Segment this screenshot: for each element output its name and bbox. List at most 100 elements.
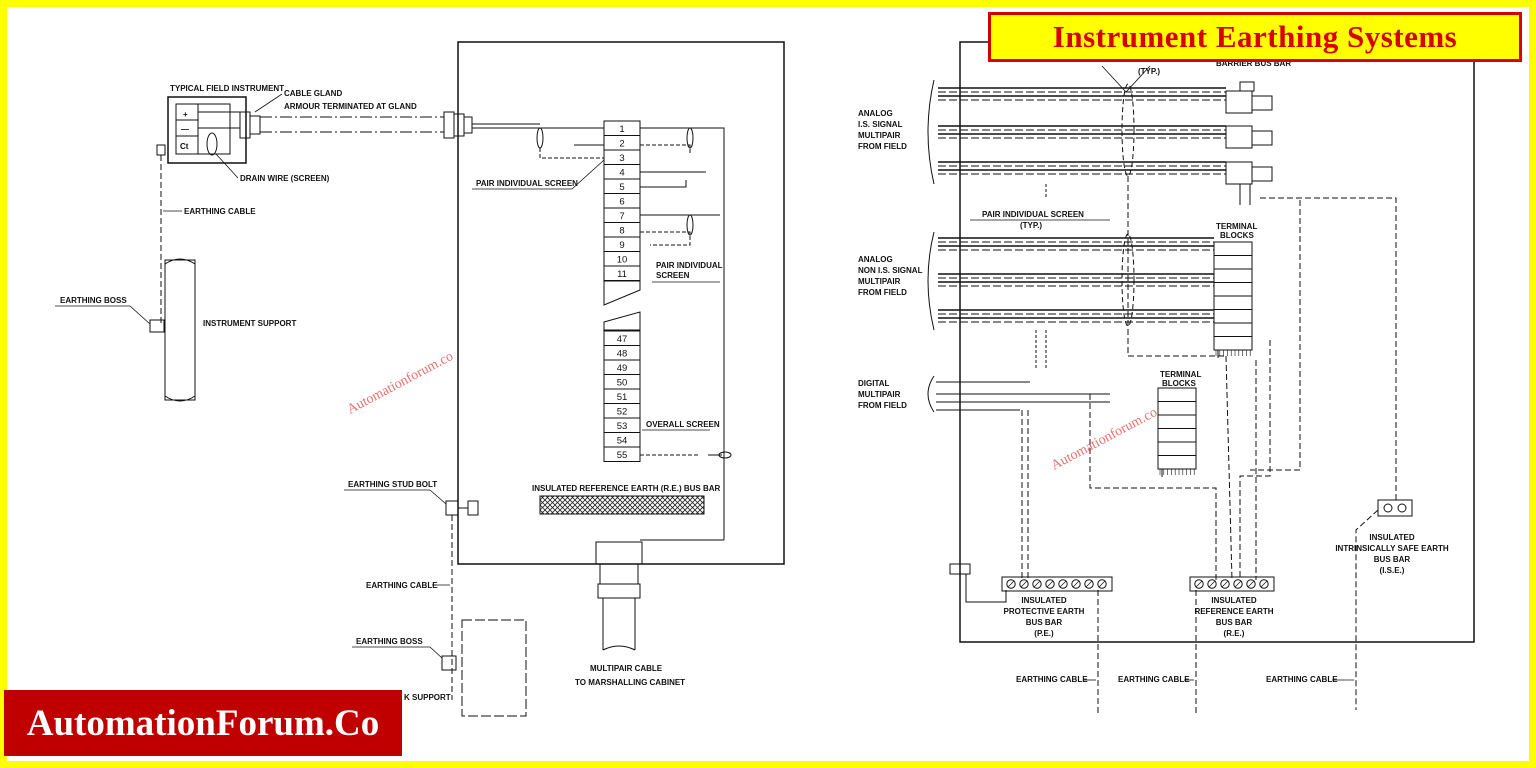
field-instrument-box: [167, 96, 247, 164]
digital-label-0: DIGITAL: [858, 379, 890, 388]
terminal-55: [603, 446, 641, 462]
ise-label-0: INSULATED: [1369, 533, 1414, 542]
barrier-bus-bar-label: BARRIER BUS BAR: [1216, 59, 1291, 68]
cable-gland: [239, 111, 251, 139]
multipair-label-line1: MULTIPAIR CABLE: [590, 664, 663, 673]
pair-screen-2-label-line2: SCREEN: [656, 271, 690, 280]
bus-bar-screw: [1259, 579, 1269, 589]
terminal-ct: Ct: [180, 142, 189, 151]
terminal-minus: —: [181, 125, 189, 134]
ise-label-3: (I.S.E.): [1380, 566, 1405, 575]
bus-bar-screw: [1194, 579, 1204, 589]
terminal-block-cell: [1213, 241, 1253, 256]
title-banner: Instrument Earthing Systems: [988, 12, 1522, 62]
re-label-3: (R.E.): [1224, 629, 1245, 638]
page-title: Instrument Earthing Systems: [1052, 19, 1458, 54]
bus-bar-screw: [1019, 579, 1029, 589]
brand-banner: AutomationForum.Co: [4, 690, 402, 756]
analog-is-brace: [927, 79, 935, 185]
analog-non-is-label-1: NON I.S. SIGNAL: [858, 266, 923, 275]
re-label-0: INSULATED: [1211, 596, 1256, 605]
bus-bar-screw: [1220, 579, 1230, 589]
earthing-cable-right-1: EARTHING CABLE: [1016, 675, 1088, 684]
terminal-number: 54: [617, 436, 628, 447]
terminal-block-cell: [1213, 295, 1253, 310]
armour-label: ARMOUR TERMINATED AT GLAND: [284, 102, 417, 111]
pair-screen-right-label-line1: PAIR INDIVIDUAL SCREEN: [982, 210, 1084, 219]
terminal-number: 1: [619, 124, 624, 135]
terminal-block-cell: [1157, 414, 1197, 429]
analog-is-label-1: I.S. SIGNAL: [858, 120, 903, 129]
terminal-block-cell: [1213, 309, 1253, 324]
bus-bar-screw: [1032, 579, 1042, 589]
re-bus-bar-label: INSULATED REFERENCE EARTH (R.E.) BUS BAR: [532, 484, 721, 493]
terminal-number: 52: [617, 407, 628, 418]
bus-bar-screw: [1006, 579, 1016, 589]
analog-non-is-brace: [927, 231, 935, 331]
terminal-number: 49: [617, 363, 628, 374]
terminal-number: 53: [617, 421, 628, 432]
terminal-block-cell: [1157, 455, 1197, 470]
re-label-2: BUS BAR: [1216, 618, 1253, 627]
terminal-number: 51: [617, 392, 628, 403]
instrument-support-top-label: INSTRUMENT SUPPORT: [203, 319, 296, 328]
barrier-2: [1225, 125, 1253, 149]
terminal-blocks-2-label-1: BLOCKS: [1162, 379, 1196, 388]
pair-screen-2-label-line1: PAIR INDIVIDUAL: [656, 261, 723, 270]
terminal-blocks-2-label-0: TERMINAL: [1160, 370, 1201, 379]
bus-bar-screw: [1233, 579, 1243, 589]
analog-is-label-0: ANALOG: [858, 109, 893, 118]
pe-label-2: BUS BAR: [1026, 618, 1063, 627]
pair-screen-right-label-line2: (TYP.): [1020, 221, 1042, 230]
terminal-number: 4: [619, 168, 624, 179]
digital-label-2: FROM FIELD: [858, 401, 907, 410]
terminal-block-cell: [1213, 322, 1253, 337]
pe-label-0: INSULATED: [1021, 596, 1066, 605]
terminal-number: 2: [619, 139, 624, 150]
terminal-blocks-2: [1157, 387, 1197, 477]
bus-bar-screw: [1045, 579, 1055, 589]
terminal-block-cell: [1157, 387, 1197, 402]
diagram-canvas: + — Ct TYPICAL FIELD INSTRUMENT CABLE GL…: [7, 7, 1529, 761]
earthing-cable-bottom-label: EARTHING CABLE: [366, 581, 438, 590]
support-structure: [461, 619, 527, 717]
digital-brace: [927, 375, 935, 413]
terminal-blocks-1-label-0: TERMINAL: [1216, 222, 1257, 231]
pe-bus-bar: [1001, 576, 1113, 592]
analog-is-label-3: FROM FIELD: [858, 142, 907, 151]
ise-bus-bar: [1377, 499, 1413, 517]
instrument-support-pipe: [164, 259, 196, 401]
terminal-number: 10: [617, 255, 628, 266]
terminal-blocks-1-label-1: BLOCKS: [1220, 231, 1254, 240]
terminal-number: 8: [619, 226, 624, 237]
terminal-block-cell: [1157, 401, 1197, 416]
multipair-label-line2: TO MARSHALLING CABINET: [575, 678, 685, 687]
terminal-block-cell: [1213, 336, 1253, 351]
bottom-gland: [595, 541, 643, 565]
bus-bar-screw: [1058, 579, 1068, 589]
re-bus-bar-right: [1189, 576, 1275, 592]
support-bottom-label: K SUPPORT: [404, 693, 451, 702]
terminal-blocks-1: [1213, 241, 1253, 358]
terminal-plus: +: [183, 110, 188, 119]
digital-label-1: MULTIPAIR: [858, 390, 901, 399]
re-label-1: REFERENCE EARTH: [1194, 607, 1273, 616]
earthing-diagram: + — Ct TYPICAL FIELD INSTRUMENT CABLE GL…: [55, 41, 1475, 717]
watermark-right: Automationforum.co: [1049, 405, 1160, 474]
earthing-boss-bottom-label: EARTHING BOSS: [356, 637, 423, 646]
analog-non-is-label-0: ANALOG: [858, 255, 893, 264]
analog-is-label-2: MULTIPAIR: [858, 131, 901, 140]
earthing-cable-top-label: EARTHING CABLE: [184, 207, 256, 216]
terminal-number: 50: [617, 378, 628, 389]
drain-wire-label: DRAIN WIRE (SCREEN): [240, 174, 330, 183]
analog-non-is-label-2: MULTIPAIR: [858, 277, 901, 286]
earthing-boss-top-label: EARTHING BOSS: [60, 296, 127, 305]
barrier-3: [1225, 161, 1253, 185]
watermark-left: Automationforum.co: [345, 349, 456, 418]
cable-gland-label: CABLE GLAND: [284, 89, 342, 98]
terminal-number: 55: [617, 450, 628, 461]
bus-bar-screw: [1084, 579, 1094, 589]
terminal-number: 9: [619, 240, 624, 251]
